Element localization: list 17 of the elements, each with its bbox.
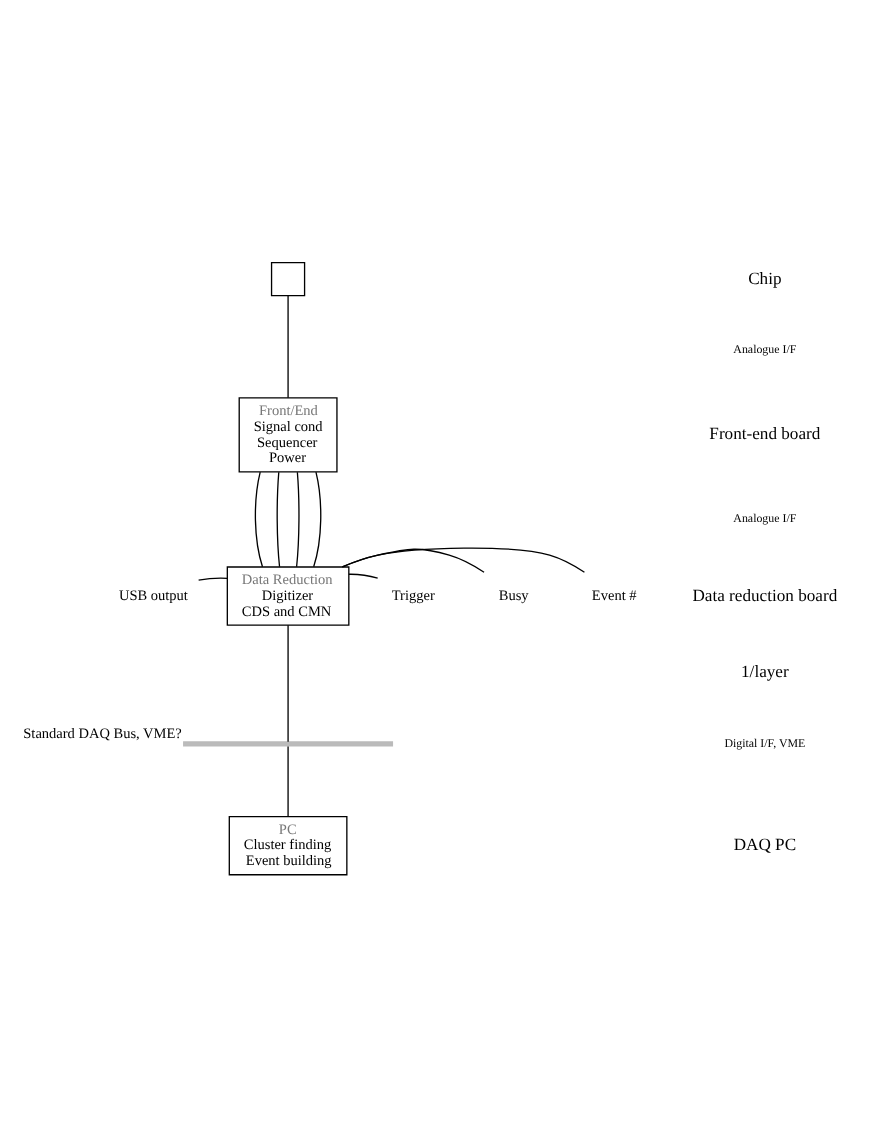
- connector: [276, 470, 281, 567]
- node-box: [270, 260, 306, 296]
- connector: [295, 470, 300, 567]
- connector: [341, 546, 586, 572]
- label: Front-end board: [709, 422, 821, 443]
- connector: [287, 293, 289, 398]
- connector: [313, 470, 322, 567]
- label: 1/layer: [741, 660, 789, 681]
- connector: [348, 572, 379, 578]
- label: DAQ PC: [733, 833, 797, 854]
- connector: [287, 623, 289, 742]
- label: Data reduction board: [692, 583, 838, 604]
- node-bar: [183, 740, 394, 746]
- connector: [254, 470, 264, 567]
- connector: [197, 576, 228, 580]
- label: Chip: [748, 266, 782, 287]
- connector: [287, 744, 289, 816]
